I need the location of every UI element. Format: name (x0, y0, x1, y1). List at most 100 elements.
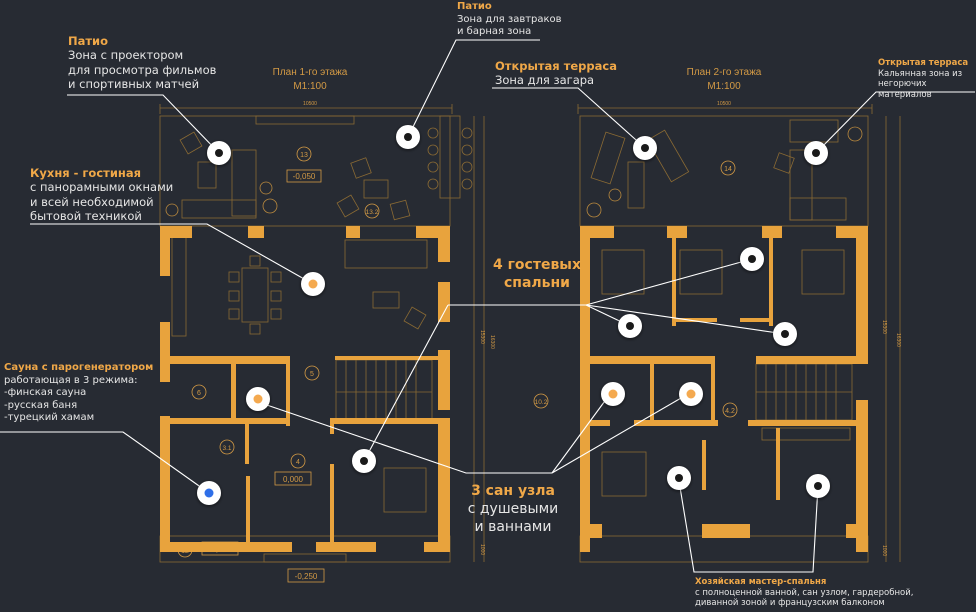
bottom-balcony (579, 535, 869, 563)
lounger (646, 129, 690, 183)
hotspot-marker-bedroom-2f-c[interactable] (772, 322, 798, 348)
bar-counter (439, 115, 461, 199)
plan-title: План 2-го этажа (687, 67, 762, 78)
leader-terrace-hookah (815, 91, 975, 154)
living-sofa (344, 239, 428, 269)
plants (586, 126, 863, 218)
annotation-line: -финская сауна (4, 387, 87, 398)
hotspot-marker-master-b[interactable] (805, 474, 831, 500)
level-mark: -0,050 (293, 172, 316, 181)
annotation-line: бытовой техникой (30, 209, 142, 224)
room-number: 5 (310, 371, 314, 378)
annotation-patio-breakfast: Патио Зона для завтраков и барная зона (457, 1, 562, 39)
hotspot-marker-sauna[interactable] (196, 481, 222, 507)
kitchen-counter (171, 235, 187, 337)
annotation-title: 3 сан узла (471, 483, 555, 499)
lounger (627, 161, 645, 209)
marker-dot-dark (360, 457, 368, 465)
marker-dot-orange (608, 389, 618, 399)
sofa (231, 149, 257, 217)
annotation-title: Сауна с парогенератором (4, 362, 154, 373)
annotation-line: спальни (503, 275, 570, 292)
annotation-line: Зона для завтраков (457, 13, 562, 25)
bed (801, 249, 845, 295)
leader-terrace-sun (492, 87, 646, 149)
hotspot-marker-master-a[interactable] (666, 466, 692, 492)
annotation-line: и барная зона (457, 26, 532, 37)
height-dimension: 16300 (895, 333, 901, 347)
annotation-line: и ваннами (474, 519, 552, 536)
leader-bath-1 (257, 401, 552, 474)
sofa (181, 199, 257, 219)
marker-dot-dark (814, 482, 822, 490)
annotation-title: Открытая терраса (878, 58, 969, 68)
coffee-table (197, 161, 217, 189)
terrace-outline (579, 115, 869, 227)
marker-dot-dark (675, 474, 683, 482)
second-floor-walls (580, 226, 868, 552)
leader-bath-2 (551, 393, 611, 474)
bed (601, 451, 647, 497)
leader-kitchen (30, 223, 314, 285)
room-number-badge (219, 439, 235, 455)
leader-patio-cinema (67, 94, 220, 154)
marker-dot-orange (686, 389, 696, 399)
marker-dot-orange (253, 394, 263, 404)
living-table (372, 291, 400, 309)
annotation-kitchen: Кухня - гостиная с панорамными окнами и … (30, 166, 173, 224)
plan-scale: М1:100 (707, 81, 741, 92)
marker-dot-dark (812, 149, 820, 157)
annotation-terrace-sun: Открытая терраса Зона для загара (495, 59, 617, 88)
leader-master (678, 480, 819, 573)
room-number-badge (304, 365, 320, 381)
leader-guest-3 (585, 304, 786, 335)
annotation-line: для просмотра фильмов (68, 62, 217, 77)
annotation-line: работающая в 3 режима: (4, 374, 138, 386)
hotspot-marker-bedroom-2f-a[interactable] (739, 247, 765, 273)
marker-dot-dark (626, 322, 634, 330)
plan-scale: М1:100 (293, 81, 327, 92)
annotation-sauna: Сауна с парогенератором работающая в 3 р… (4, 362, 153, 425)
hotspot-marker-terrace-hookah[interactable] (803, 141, 829, 167)
room-number: 14 (724, 166, 732, 173)
annotation-title: 4 гостевых (492, 257, 581, 273)
hotspot-marker-bath-2f-a[interactable] (600, 382, 626, 408)
level-mark: 0,000 (283, 475, 304, 484)
hotspot-marker-bath-1f[interactable] (245, 387, 271, 413)
hotspot-marker-terrace-sun[interactable] (632, 136, 658, 162)
plants (165, 181, 278, 217)
hotspot-marker-bedroom-1f[interactable] (351, 449, 377, 475)
hotspot-marker-bedroom-2f-b[interactable] (617, 314, 643, 340)
annotation-line: с душевыми (467, 501, 559, 518)
annotation-patio-cinema: Патио Зона с проектором для просмотра фи… (68, 34, 216, 92)
level-box (274, 471, 312, 486)
room-number-badge (364, 203, 380, 219)
room-number: 3.1 (222, 445, 231, 452)
lounge-sofa (789, 197, 847, 221)
annotation-line: -турецкий хамам (4, 412, 95, 423)
room-number: 4.2 (725, 408, 735, 415)
height-dimension: 15300 (479, 330, 485, 344)
hotspot-marker-kitchen[interactable] (300, 272, 326, 298)
annotation-line: диванной зоной и французским балконом (695, 598, 885, 609)
bottom-dimension: 1000 (479, 544, 485, 555)
markers (196, 125, 831, 507)
staircase (755, 363, 853, 421)
staircase (335, 359, 433, 423)
awning (255, 115, 355, 125)
marker-dot-dark (404, 133, 412, 141)
room-number-badge (720, 160, 736, 176)
width-dimension: 10500 (303, 101, 317, 107)
hotspot-marker-patio-cinema[interactable] (206, 141, 232, 167)
level-box (286, 169, 322, 183)
room-number: 6 (197, 390, 201, 397)
annotation-line: негорючих материалов (878, 79, 932, 100)
bar-stools (427, 127, 473, 190)
annotation-bathrooms: 3 сан узла с душевыми и ваннами (458, 482, 568, 537)
annotation-title: Кухня - гостиная (30, 166, 141, 180)
room-number: 13 (300, 152, 308, 159)
hotspot-marker-patio-breakfast[interactable] (395, 125, 421, 151)
hotspot-marker-bath-2f-b[interactable] (678, 382, 704, 408)
first-floor-walls (160, 226, 450, 552)
annotation-title: Патио (457, 1, 492, 12)
